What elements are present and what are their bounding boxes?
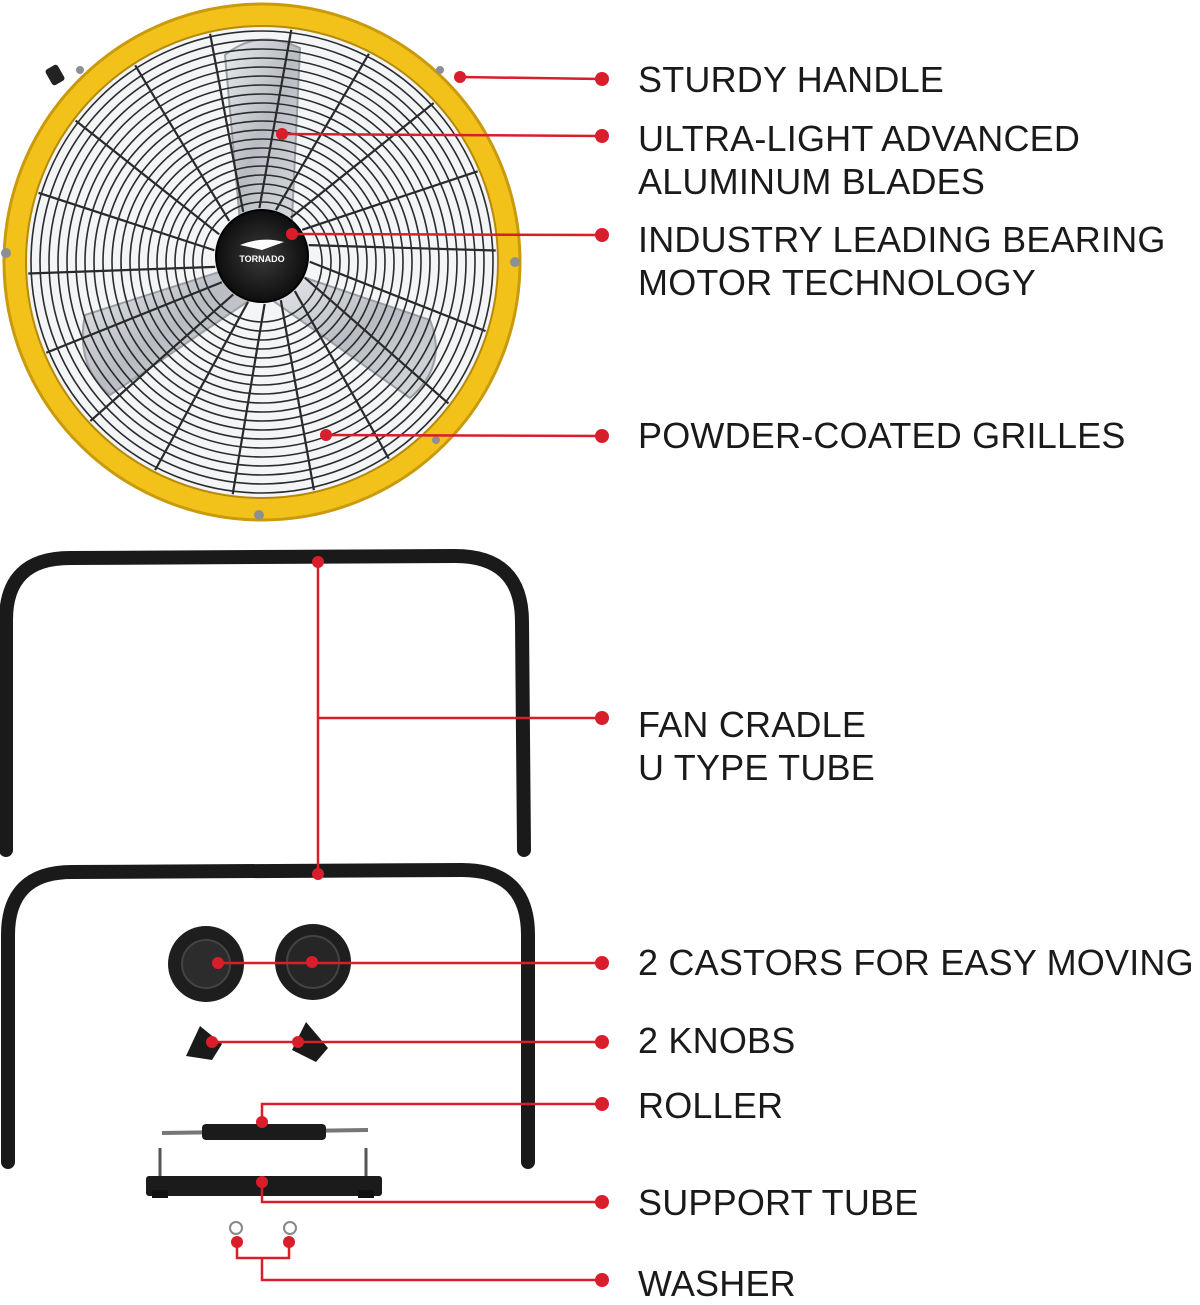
grille-ring <box>111 111 413 413</box>
fan-rim-bolt <box>436 66 444 74</box>
label-roller: ROLLER <box>638 1084 783 1127</box>
label-line: WASHER <box>638 1263 796 1304</box>
grille-spoke <box>231 303 266 495</box>
washer-icon <box>283 1221 297 1235</box>
grille-spoke <box>304 276 450 405</box>
label-line: POWDER-COATED GRILLES <box>638 415 1126 456</box>
label-grilles: POWDER-COATED GRILLES <box>638 414 1126 457</box>
label-line: STURDY HANDLE <box>638 59 944 100</box>
knob-left-icon <box>186 1026 222 1060</box>
fan-head: TORNADO <box>1 2 522 522</box>
grille-ring <box>129 129 395 395</box>
grille-ring <box>147 147 377 377</box>
fan-grille-rings <box>30 30 494 494</box>
grille-ring <box>174 174 350 350</box>
fan-cradle-tube-upper <box>0 549 531 857</box>
label-line: MOTOR TECHNOLOGY <box>638 262 1036 303</box>
grille-ring <box>183 183 341 341</box>
grille-ring <box>120 120 404 404</box>
label-sturdy-handle: STURDY HANDLE <box>638 58 944 101</box>
label-line: INDUSTRY LEADING BEARING <box>638 219 1166 260</box>
label-line: FAN CRADLE <box>638 704 867 745</box>
callout-dots <box>206 71 609 1287</box>
grille-ring <box>48 48 476 476</box>
grille-spoke <box>89 293 234 422</box>
leader-roller <box>260 1102 602 1122</box>
castor-left <box>168 926 244 1002</box>
leader-washer <box>235 1242 291 1260</box>
label-line: ROLLER <box>638 1085 784 1126</box>
label-knobs: 2 KNOBS <box>638 1019 795 1062</box>
grille-ring <box>138 138 386 386</box>
grille-ring <box>57 57 467 467</box>
label-blades: ULTRA-LIGHT ADVANCED ALUMINUM BLADES <box>638 117 1080 203</box>
grille-ring <box>156 156 368 368</box>
label-support-tube: SUPPORT TUBE <box>638 1181 919 1224</box>
washers <box>229 1221 297 1235</box>
fan-cradle-tube-lower <box>1 863 535 1169</box>
label-line: 2 KNOBS <box>638 1020 796 1061</box>
grille-spoke <box>154 301 250 471</box>
label-line: SUPPORT TUBE <box>638 1182 919 1223</box>
motor-hub <box>215 209 309 303</box>
grille-ring <box>201 201 323 323</box>
grille-ring <box>192 192 332 332</box>
label-line: 2 CASTORS FOR EASY MOVING <box>638 942 1194 983</box>
label-line: ULTRA-LIGHT ADVANCED <box>638 118 1081 159</box>
label-line: ALUMINUM BLADES <box>638 161 986 202</box>
roller <box>161 1124 369 1140</box>
fan-rim-bolt <box>254 510 264 520</box>
fan-cradle-tubes <box>0 549 535 1169</box>
grille-ring <box>30 30 494 494</box>
leader-sturdy-handle <box>459 75 603 81</box>
washer-icon <box>229 1221 243 1235</box>
leader-washer-branch <box>260 1258 602 1282</box>
label-motor: INDUSTRY LEADING BEARING MOTOR TECHNOLOG… <box>638 218 1166 304</box>
support-tube <box>146 1148 382 1198</box>
grille-ring <box>102 102 422 422</box>
grille-ring <box>75 75 449 449</box>
grille-ring <box>66 66 458 458</box>
grille-ring <box>39 39 485 485</box>
brand-badge: TORNADO <box>239 254 284 264</box>
fan-rim-bolt <box>76 66 84 74</box>
grille-ring <box>165 165 359 359</box>
grille-spoke <box>279 299 315 491</box>
grille-ring <box>93 93 431 431</box>
label-washer: WASHER <box>638 1262 796 1305</box>
fan-rim-bolt <box>1 248 11 258</box>
callout-leaders <box>212 75 603 1282</box>
fan-rim-bolt <box>510 257 520 267</box>
leader-grilles <box>325 433 603 438</box>
fan-blade-right <box>270 270 437 400</box>
grille-spoke <box>45 281 223 354</box>
fan-rim-bolt <box>432 436 440 444</box>
leader-blades <box>281 132 603 138</box>
leader-motor <box>291 232 603 237</box>
brand-logo-icon <box>240 239 284 250</box>
fan-switch-knob <box>45 64 65 86</box>
label-line: U TYPE TUBE <box>638 747 875 788</box>
grille-spoke <box>293 290 390 460</box>
label-fan-cradle: FAN CRADLE U TYPE TUBE <box>638 703 875 789</box>
label-castors: 2 CASTORS FOR EASY MOVING <box>638 941 1194 984</box>
fan-blade-left <box>81 264 252 397</box>
leader-support-tube <box>260 1182 602 1204</box>
grille-ring <box>84 84 440 440</box>
